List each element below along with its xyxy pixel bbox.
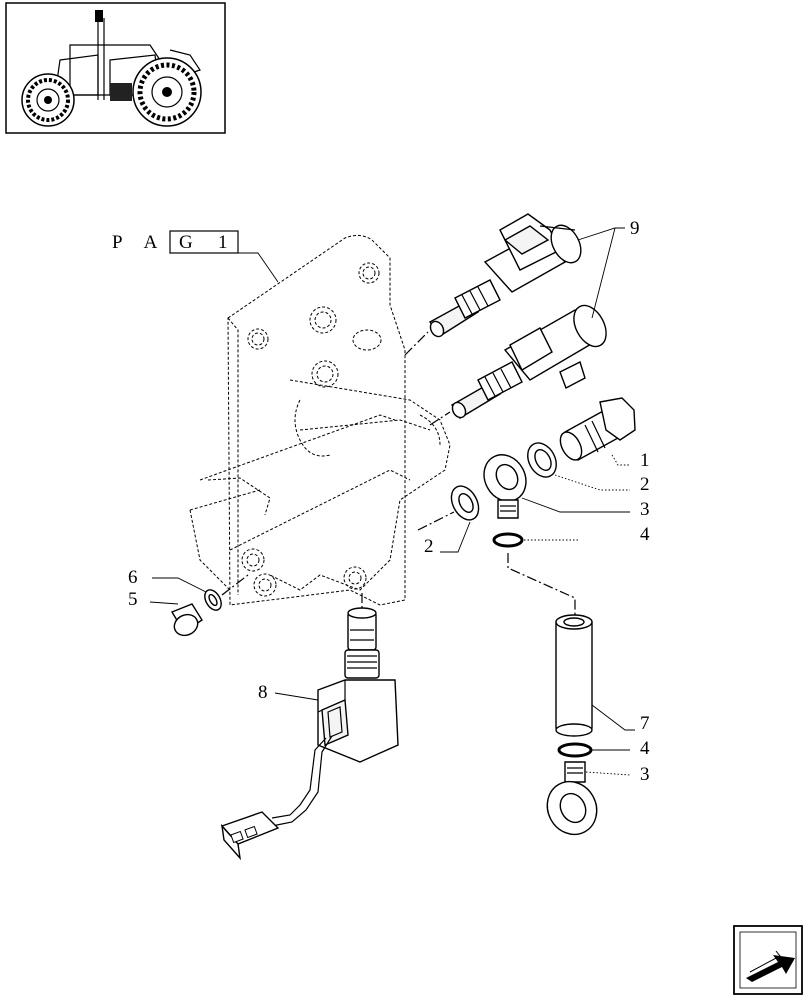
callout-8[interactable]: 8 xyxy=(258,682,268,703)
center-line-tube xyxy=(507,553,576,615)
center-line-upper xyxy=(404,331,429,356)
callout-7-leader xyxy=(591,704,635,731)
o-ring-upper xyxy=(492,532,524,548)
solenoid-valve-vertical xyxy=(220,607,399,861)
callout-9[interactable]: 9 xyxy=(630,218,640,239)
page-ref-prefix: P A G xyxy=(112,232,202,253)
callout-7[interactable]: 7 xyxy=(640,713,650,734)
callout-2-left[interactable]: 2 xyxy=(424,536,434,557)
callout-8-leader xyxy=(274,692,319,701)
callout-5[interactable]: 5 xyxy=(128,589,138,610)
sealing-washer-upper xyxy=(527,442,557,478)
plug-washer xyxy=(204,589,222,611)
banjo-fitting-upper xyxy=(483,454,527,519)
callout-1[interactable]: 1 xyxy=(640,450,650,471)
page-reference-tag[interactable]: P A G 1 xyxy=(112,230,279,283)
front-wheel-icon xyxy=(21,73,75,127)
solenoid-valve-upper xyxy=(428,213,582,338)
callout-2a-leader xyxy=(554,474,630,491)
center-line-left-washer xyxy=(417,511,455,531)
callout-3-lower[interactable]: 3 xyxy=(640,764,650,785)
page-ref-number: 1 xyxy=(218,232,228,253)
callout-3a-leader xyxy=(521,497,630,513)
banjo-bolt xyxy=(559,397,636,461)
callout-5-leader xyxy=(149,601,179,605)
rear-wheel-icon xyxy=(132,57,202,127)
callout-3b-leader xyxy=(585,771,631,776)
callout-6[interactable]: 6 xyxy=(128,567,138,588)
o-ring-lower xyxy=(557,742,593,758)
valve-housing-reference xyxy=(189,234,451,606)
center-line-plug xyxy=(221,574,249,596)
next-page-arrow-icon[interactable] xyxy=(733,925,803,995)
callout-3-upper[interactable]: 3 xyxy=(640,499,650,520)
center-line-lower xyxy=(429,411,451,426)
callout-6-leader xyxy=(152,577,207,593)
solenoid-valve-lower xyxy=(451,304,607,419)
tractor-thumbnail-icon xyxy=(5,2,226,134)
callout-2-upper[interactable]: 2 xyxy=(640,474,650,495)
sealing-washer-left xyxy=(450,485,480,521)
callout-1-leader xyxy=(611,454,630,466)
callout-9-leader xyxy=(577,227,625,319)
callout-4-lower[interactable]: 4 xyxy=(640,738,650,759)
callout-4-upper[interactable]: 4 xyxy=(640,524,650,545)
plug xyxy=(170,603,203,637)
banjo-fitting-lower xyxy=(546,761,598,836)
hydraulic-tube xyxy=(555,614,593,737)
callout-2b-leader xyxy=(440,521,471,553)
